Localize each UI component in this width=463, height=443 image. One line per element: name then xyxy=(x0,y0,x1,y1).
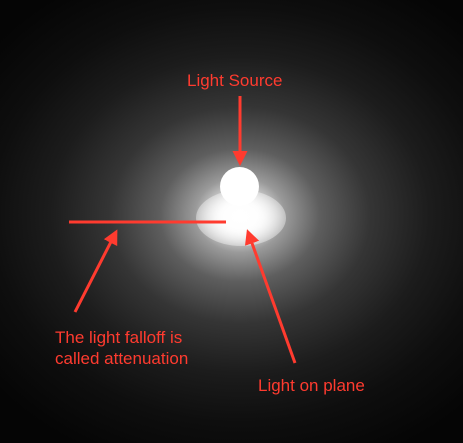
light-source-label: Light Source xyxy=(187,71,283,90)
light-on-plane-arrow xyxy=(244,229,297,364)
attenuation-label-line-1: The light falloff is xyxy=(55,328,183,347)
falloff-arrow xyxy=(73,229,118,313)
light-source-sphere xyxy=(220,167,259,206)
light-on-plane-label: Light on plane xyxy=(258,376,365,395)
attenuation-label: The light falloff is called attenuation xyxy=(55,327,188,369)
attenuation-label-line-2: called attenuation xyxy=(55,349,189,368)
